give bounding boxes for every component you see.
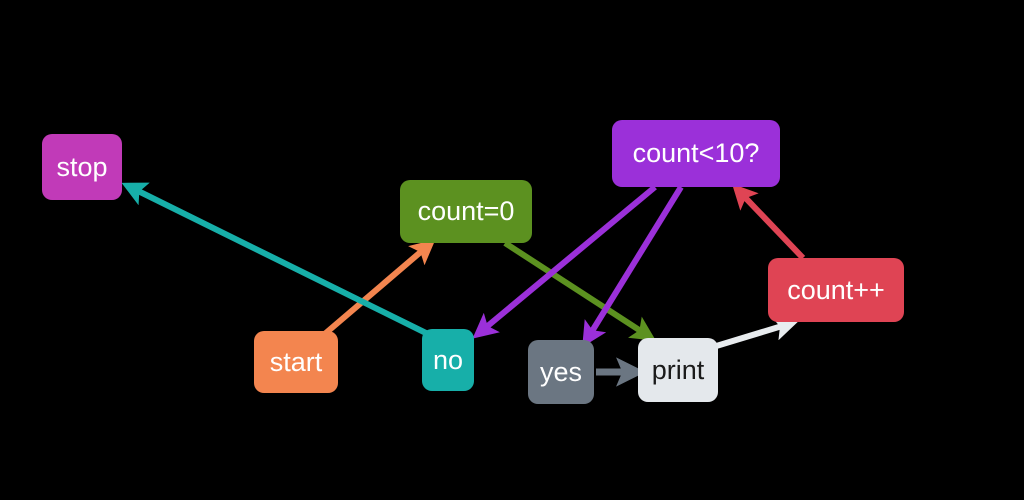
edge-print-to-countpp [712, 316, 799, 350]
node-label: count<10? [632, 138, 760, 168]
edge-cond-to-yes [582, 185, 684, 348]
node-label: stop [56, 151, 108, 182]
node-count0[interactable]: count=0 [400, 180, 532, 243]
node-countpp[interactable]: count++ [768, 258, 904, 322]
node-cond[interactable]: count<10? [612, 120, 780, 187]
node-label: yes [539, 356, 583, 387]
node-label: no [432, 344, 464, 375]
edge-countpp-to-cond [732, 183, 806, 261]
node-no[interactable]: no [422, 329, 474, 391]
node-print[interactable]: print [638, 338, 718, 402]
node-stop[interactable]: stop [42, 134, 122, 200]
node-label: start [269, 346, 323, 377]
edge-cond-to-no [472, 184, 657, 339]
edge-start-to-count0 [318, 239, 436, 341]
node-start[interactable]: start [254, 331, 338, 393]
edge-no-to-stop [121, 182, 434, 339]
edge-count0-to-print [503, 240, 657, 341]
node-label: count=0 [417, 196, 515, 226]
node-label: print [651, 354, 705, 385]
node-label: count++ [787, 274, 885, 305]
node-yes[interactable]: yes [528, 340, 594, 404]
